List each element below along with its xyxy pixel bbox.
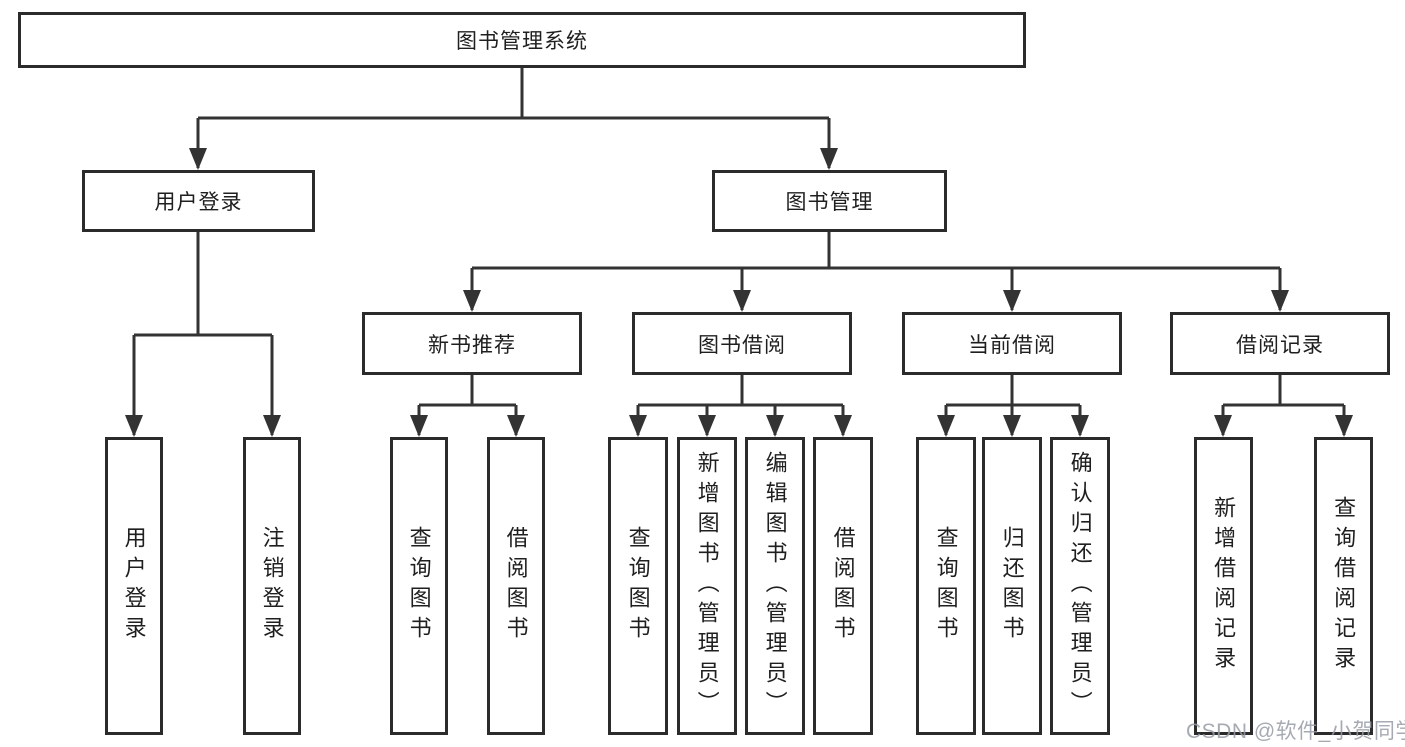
arrowhead — [766, 415, 784, 437]
leaf-query-books-current: 查询图书 — [916, 437, 976, 735]
node-label: 编辑图书（管理员） — [762, 451, 788, 721]
node-library-management-system: 图书管理系统 — [18, 12, 1026, 68]
node-label: 归还图书 — [999, 526, 1025, 646]
arrowhead — [1271, 290, 1289, 312]
arrowhead — [733, 290, 751, 312]
node-current-borrow: 当前借阅 — [902, 312, 1122, 375]
leaf-add-borrow-record: 新增借阅记录 — [1194, 437, 1253, 735]
leaf-confirm-return-admin: 确认归还（管理员） — [1050, 437, 1110, 735]
leaf-user-login: 用户登录 — [105, 437, 163, 735]
node-label: 借阅记录 — [1236, 333, 1324, 357]
leaf-logout: 注销登录 — [243, 437, 301, 735]
leaf-query-books-recommend: 查询图书 — [390, 437, 448, 735]
node-label: 借阅图书 — [503, 526, 529, 646]
arrowhead — [263, 415, 281, 437]
connector-book-borrow-to-leaves — [629, 375, 852, 437]
node-label: 新书推荐 — [428, 333, 516, 357]
arrowhead — [1003, 290, 1021, 312]
arrowhead — [1214, 415, 1232, 437]
arrowhead — [463, 290, 481, 312]
leaf-query-books-borrow: 查询图书 — [608, 437, 668, 735]
connector-new-book-recommend-to-leaves — [410, 375, 525, 437]
node-label: 借阅图书 — [830, 526, 856, 646]
node-label: 查询图书 — [933, 526, 959, 646]
leaf-add-books-admin: 新增图书（管理员） — [677, 437, 737, 735]
leaf-borrow-books-recommend: 借阅图书 — [487, 437, 545, 735]
node-label: 当前借阅 — [968, 333, 1056, 357]
leaf-borrow-books: 借阅图书 — [813, 437, 873, 735]
node-label: 查询图书 — [625, 526, 651, 646]
node-label: 新增图书（管理员） — [694, 451, 720, 721]
node-label: 用户登录 — [154, 191, 243, 214]
leaf-query-borrow-record: 查询借阅记录 — [1314, 437, 1373, 735]
node-label: 注销登录 — [259, 526, 285, 646]
leaf-edit-books-admin: 编辑图书（管理员） — [745, 437, 805, 735]
node-book-management: 图书管理 — [712, 170, 947, 232]
node-borrow-records: 借阅记录 — [1170, 312, 1390, 375]
node-book-borrow: 图书借阅 — [632, 312, 852, 375]
arrowhead — [410, 415, 428, 437]
arrowhead — [125, 415, 143, 437]
node-label: 查询图书 — [406, 526, 432, 646]
node-label: 确认归还（管理员） — [1067, 451, 1093, 721]
connector-root-to-level2 — [189, 68, 838, 170]
connector-user-login-to-leaves — [125, 232, 281, 437]
arrowhead — [1003, 415, 1021, 437]
arrowhead — [507, 415, 525, 437]
connector-current-borrow-to-leaves — [937, 375, 1089, 437]
arrowhead — [189, 148, 207, 170]
arrowhead — [629, 415, 647, 437]
arrowhead — [1071, 415, 1089, 437]
csdn-watermark: CSDN @软件_小贺同学 — [1186, 720, 1405, 743]
node-user-login: 用户登录 — [82, 170, 315, 232]
arrowhead — [937, 415, 955, 437]
connector-borrow-records-to-leaves — [1214, 375, 1353, 437]
node-label: 查询借阅记录 — [1331, 496, 1357, 676]
leaf-return-books: 归还图书 — [982, 437, 1042, 735]
arrowhead — [820, 148, 838, 170]
node-new-book-recommend: 新书推荐 — [362, 312, 582, 375]
arrowhead — [834, 415, 852, 437]
connector-book-management-to-level3 — [463, 232, 1289, 312]
arrowhead — [698, 415, 716, 437]
node-label: 用户登录 — [121, 526, 147, 646]
node-label: 图书管理 — [785, 191, 874, 214]
node-label: 新增借阅记录 — [1211, 496, 1237, 676]
arrowhead — [1335, 415, 1353, 437]
node-label: 图书管理系统 — [456, 30, 588, 53]
node-label: 图书借阅 — [698, 333, 786, 357]
